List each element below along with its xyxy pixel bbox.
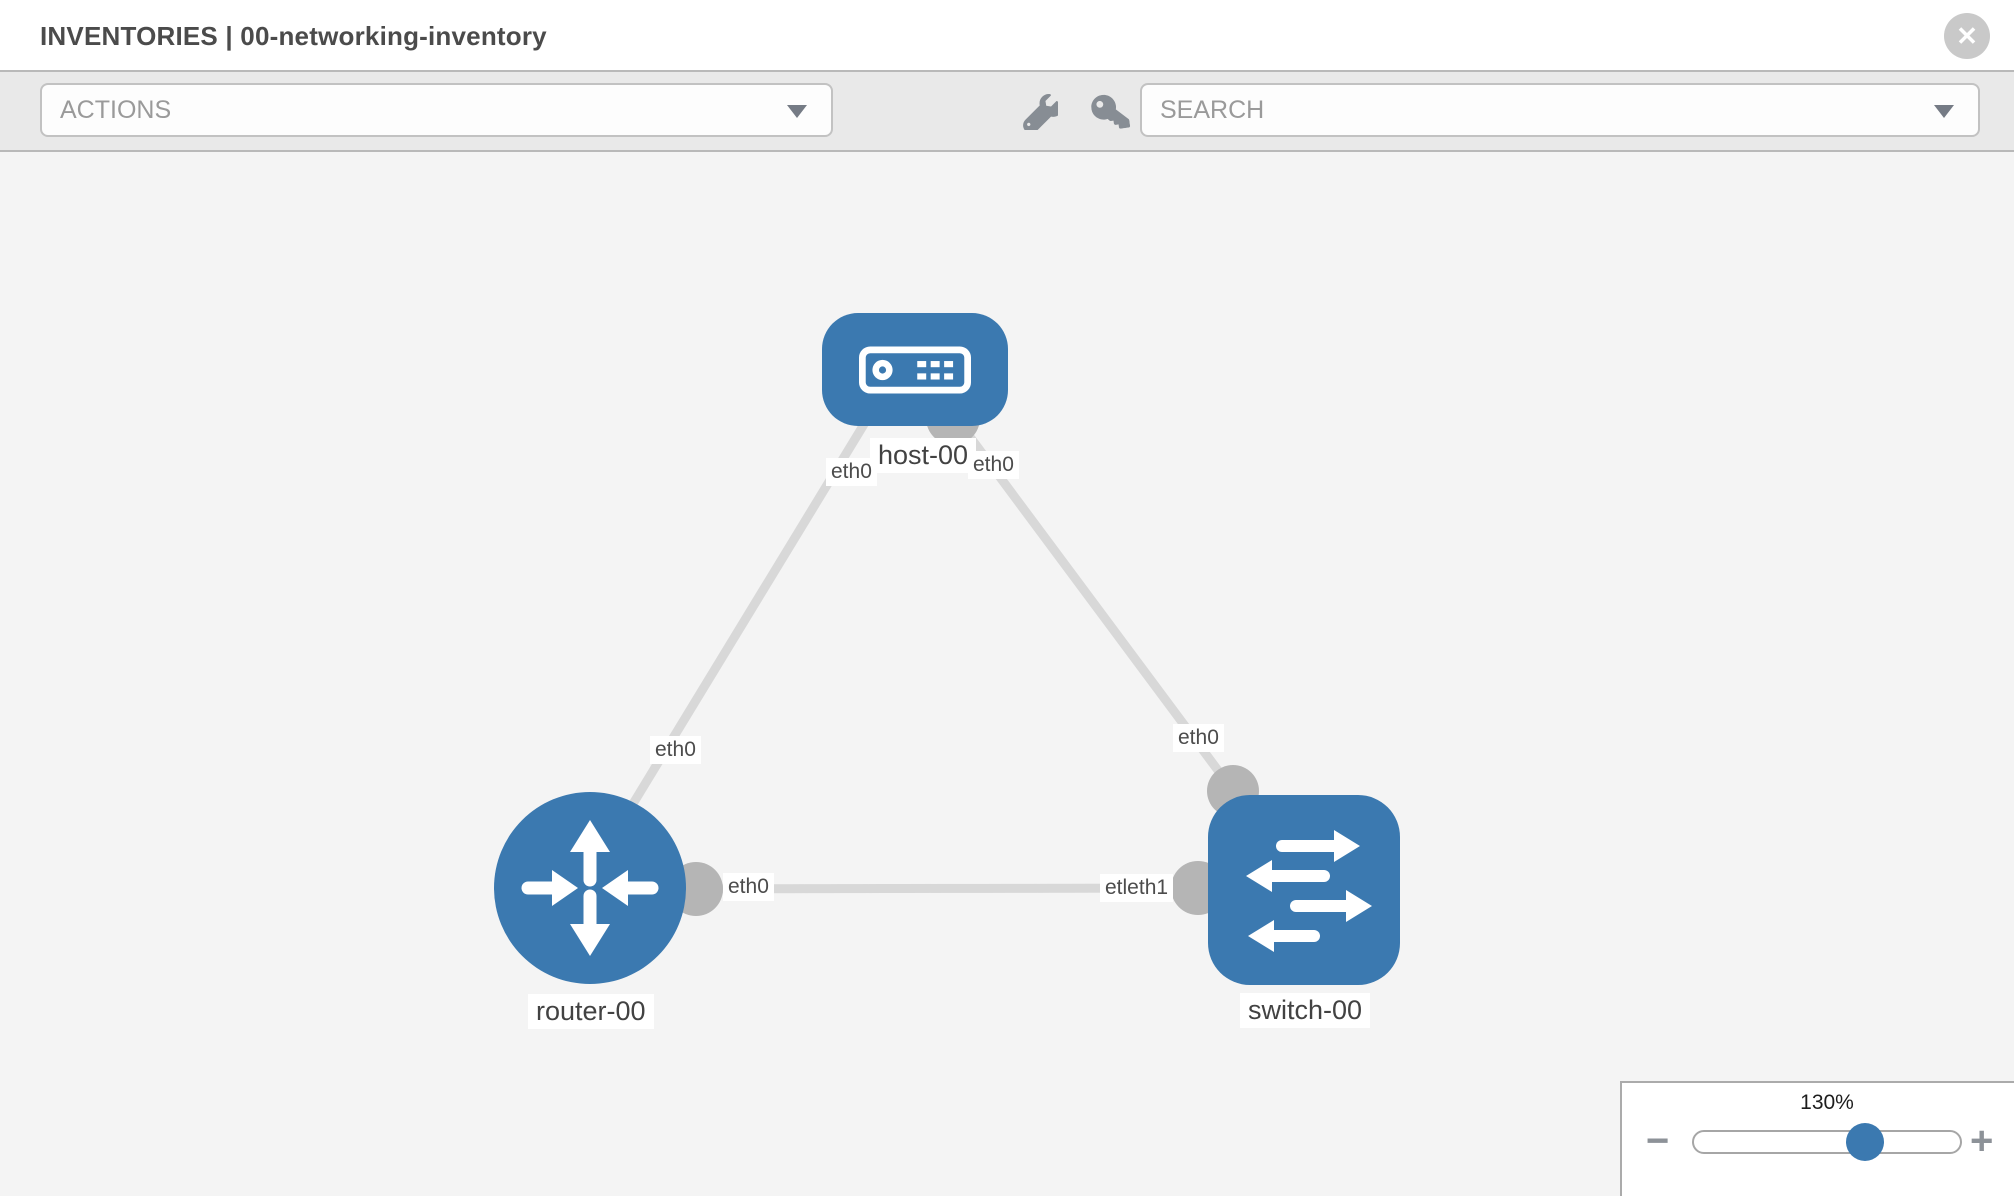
close-icon[interactable]: ✕ [1944, 13, 1990, 59]
search-dropdown-label: SEARCH [1160, 96, 1265, 124]
zoom-slider-thumb[interactable] [1846, 1123, 1884, 1161]
node-label-router: router-00 [528, 994, 654, 1029]
interface-label: eth0 [650, 736, 701, 764]
interface-label: eth0 [1173, 724, 1224, 752]
router-icon [521, 820, 659, 956]
node-label-host: host-00 [870, 438, 977, 473]
key-icon[interactable] [1091, 94, 1131, 130]
interface-label: eth0 [826, 458, 877, 486]
chevron-down-icon [787, 105, 807, 118]
node-switch-00[interactable] [1208, 795, 1400, 985]
zoom-out-button[interactable]: − [1646, 1119, 1670, 1163]
topology-canvas[interactable]: host-00 router-00 switch-00 eth0 eth0 et… [0, 152, 2014, 1196]
page-title: INVENTORIES | 00-networking-inventory [40, 21, 547, 51]
actions-dropdown-label: ACTIONS [60, 96, 172, 124]
interface-label: eth0 [968, 451, 1019, 479]
toolbar: ACTIONS SEARCH [0, 72, 2014, 152]
node-label-switch: switch-00 [1240, 993, 1371, 1028]
interface-label: etleth1 [1100, 874, 1174, 902]
interface-label: eth0 [723, 873, 774, 901]
wrench-icon[interactable] [1022, 94, 1063, 134]
chevron-down-icon [1934, 105, 1954, 118]
node-router-00[interactable] [494, 792, 686, 984]
zoom-slider-track[interactable] [1692, 1130, 1962, 1154]
switch-icon [1246, 830, 1372, 952]
zoom-in-button[interactable]: + [1970, 1119, 1994, 1163]
host-icon [859, 345, 971, 394]
search-dropdown[interactable]: SEARCH [1140, 83, 1980, 137]
zoom-level-value: 130% [1800, 1091, 1854, 1114]
topology-links-layer [596, 391, 1259, 916]
node-host-00[interactable] [822, 313, 1008, 426]
actions-dropdown[interactable]: ACTIONS [40, 83, 833, 137]
header-bar: INVENTORIES | 00-networking-inventory ✕ [0, 0, 2014, 72]
zoom-control-panel: 130% − + [1620, 1081, 2014, 1196]
